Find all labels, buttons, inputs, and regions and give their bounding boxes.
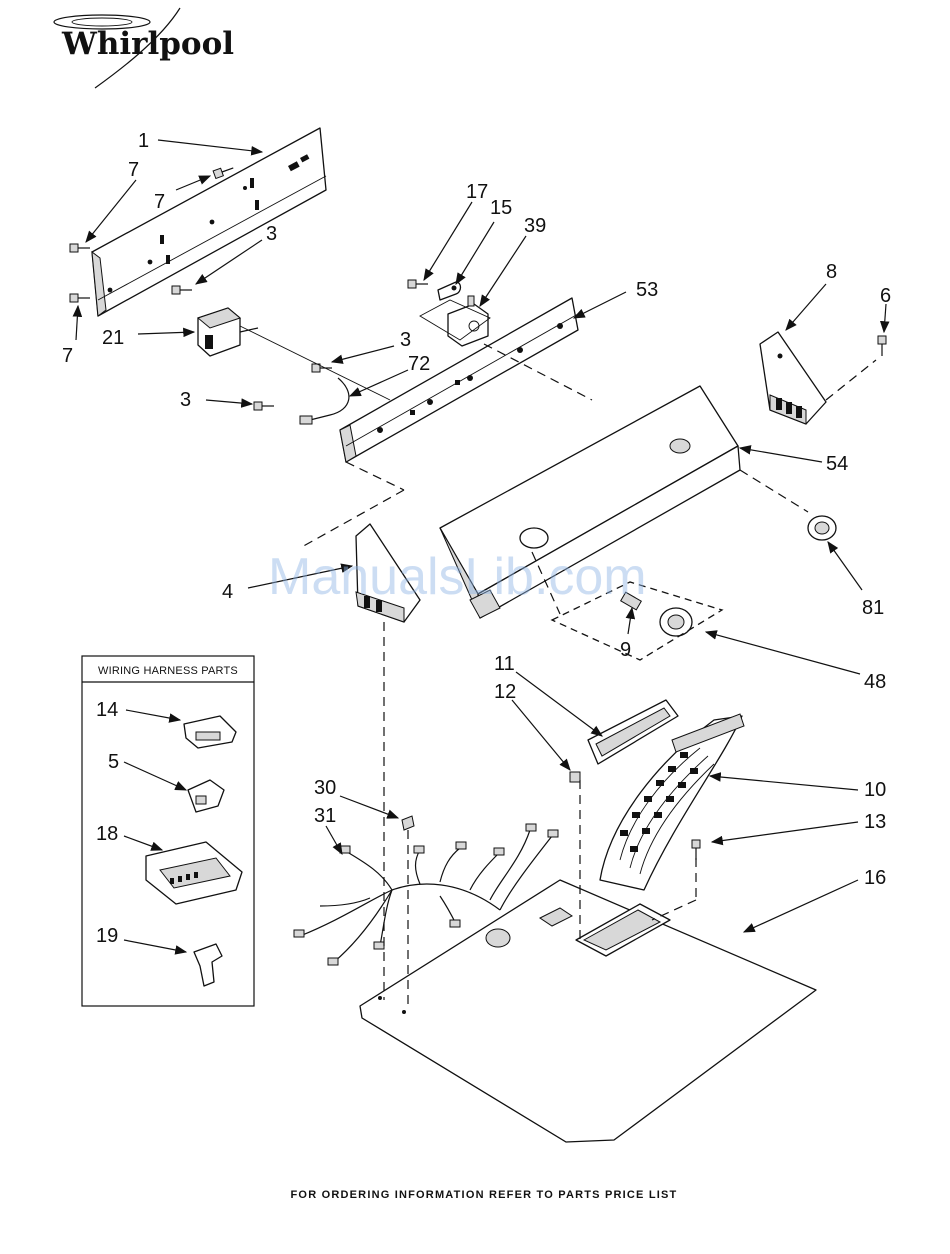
callout-9: 9 (620, 639, 631, 661)
callout-53: 53 (636, 279, 658, 301)
callout-14: 14 (96, 699, 118, 721)
callout-17: 17 (466, 181, 488, 203)
part-17-screw (408, 280, 428, 288)
callout-81: 81 (862, 597, 884, 619)
callout-18: 18 (96, 823, 118, 845)
callout-5: 5 (108, 751, 119, 773)
callout-7-lower: 7 (62, 345, 73, 367)
screw-icon (70, 244, 90, 252)
callout-8: 8 (826, 261, 837, 283)
screw-icon (692, 840, 700, 860)
callout-16: 16 (864, 867, 886, 889)
callout-48: 48 (864, 671, 886, 693)
part-48-knob (660, 608, 692, 636)
part-81-knob (808, 516, 836, 540)
callout-1: 1 (138, 130, 149, 152)
callout-6: 6 (880, 285, 891, 307)
callout-3-upper: 3 (266, 223, 277, 245)
part-11-lint-screen (588, 700, 678, 764)
callout-3-middle: 3 (400, 329, 411, 351)
callout-12: 12 (494, 681, 516, 703)
part-19-clip (194, 944, 222, 986)
footer-note: FOR ORDERING INFORMATION REFER TO PARTS … (291, 1189, 678, 1201)
wiring-harness-inset: WIRING HARNESS PARTS 14 5 18 19 (82, 656, 254, 1006)
part-72-wire (300, 378, 349, 424)
whirlpool-logo: Whirlpool (54, 8, 234, 88)
callout-13: 13 (864, 811, 886, 833)
callout-10: 10 (864, 779, 886, 801)
callout-11: 11 (494, 653, 515, 675)
part-39-switch (420, 296, 490, 346)
callout-7-upper: 7 (154, 191, 165, 213)
part-30-clip (402, 816, 414, 830)
part-5-connector (188, 780, 224, 812)
callout-7-upper-left: 7 (128, 159, 139, 181)
screw-icon (70, 294, 90, 302)
callout-54: 54 (826, 453, 848, 475)
brand-logo-text: Whirlpool (61, 26, 234, 62)
screw-icon (172, 286, 192, 294)
part-12-clip (570, 772, 580, 782)
callout-30: 30 (314, 777, 336, 799)
part-1-console-back (92, 128, 326, 316)
callout-19: 19 (96, 925, 118, 947)
callout-39: 39 (524, 215, 546, 237)
screw-icon (408, 280, 428, 288)
callout-72: 72 (408, 353, 430, 375)
part-3-screws (172, 286, 332, 410)
watermark: ManualsLib.com (268, 548, 647, 606)
part-14-connector (184, 716, 236, 748)
part-16-top-panel (360, 880, 816, 1142)
part-15-clip (438, 282, 461, 300)
inset-title: WIRING HARNESS PARTS (98, 665, 238, 677)
part-18-terminal-block (146, 842, 242, 904)
screw-icon (878, 336, 886, 356)
part-13-screw (692, 840, 700, 860)
screw-icon (254, 402, 274, 410)
callout-3-lower: 3 (180, 389, 191, 411)
part-8-end-cap (760, 332, 826, 424)
callout-4: 4 (222, 581, 233, 603)
part-6-screw (878, 336, 886, 356)
callout-21: 21 (102, 327, 124, 349)
callout-15: 15 (490, 197, 512, 219)
callout-31: 31 (314, 805, 336, 827)
screw-icon (312, 364, 332, 372)
